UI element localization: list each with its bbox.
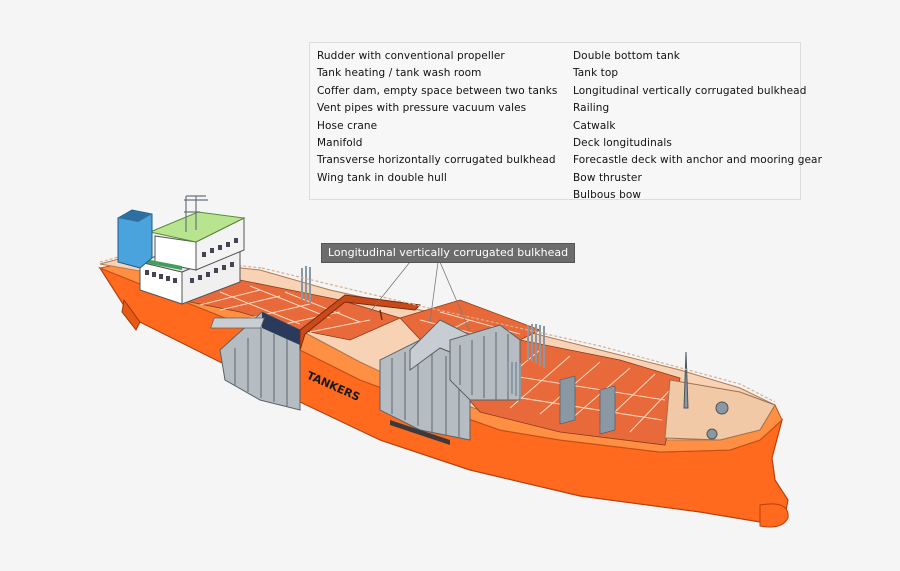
- legend-item-transverse-bulkhead: Transverse horizontally corrugated bulkh…: [317, 154, 556, 167]
- funnel: [117, 209, 153, 269]
- legend-item-coffer-dam: Coffer dam, empty space between two tank…: [317, 84, 558, 97]
- legend-item-bow-thruster: Bow thruster: [573, 171, 642, 184]
- legend-item-tank-heating: Tank heating / tank wash room: [317, 67, 482, 80]
- legend-item-deck-longitudinals: Deck longitudinals: [573, 136, 672, 149]
- legend-box: Rudder with conventional propeller Tank …: [309, 42, 822, 201]
- legend-item-double-bottom: Double bottom tank: [573, 50, 680, 62]
- bridge-roof: [148, 211, 246, 243]
- radar-mast: [184, 195, 208, 232]
- legend-item-catwalk: Catwalk: [573, 119, 616, 132]
- cargo-tanks-aft: [178, 279, 402, 341]
- legend-item-manifold: Manifold: [317, 136, 363, 149]
- manifold: [210, 317, 265, 329]
- legend-item-tank-top: Tank top: [573, 67, 619, 80]
- legend-right-column: Double bottom tank Tank top Longitudinal…: [573, 48, 822, 205]
- legend-item-bulbous-bow: Bulbous bow: [573, 189, 642, 202]
- legend-left-column: Rudder with conventional propeller Tank …: [317, 48, 558, 187]
- legend-item-forecastle-deck: Forecastle deck with anchor and mooring …: [573, 154, 823, 167]
- vent-pipes: [301, 266, 545, 398]
- superstructure: [138, 211, 246, 305]
- callout-longitudinal-bulkhead: Longitudinal vertically corrugated bulkh…: [321, 243, 576, 263]
- transverse-bulkhead-middle: [379, 339, 471, 445]
- transverse-bulkhead-aft: [219, 311, 301, 411]
- forecastle-deck: [664, 351, 776, 441]
- rudder: [121, 298, 141, 331]
- legend-item-railing: Railing: [573, 102, 610, 115]
- legend-item-hose-crane: Hose crane: [317, 119, 378, 132]
- callout-leader-lines: [369, 261, 471, 333]
- hose-crane: [299, 294, 422, 351]
- legend-item-wing-tank: Wing tank in double hull: [317, 171, 447, 184]
- legend-item-vent-pipes: Vent pipes with pressure vacuum vales: [317, 102, 527, 115]
- longitudinal-corrugated-bulkhead: [409, 319, 521, 401]
- legend-item-longitudinal-bulkhead: Longitudinal vertically corrugated bulkh…: [573, 84, 807, 97]
- bulbous-bow: [759, 503, 789, 528]
- legend-item-rudder: Rudder with conventional propeller: [317, 50, 505, 62]
